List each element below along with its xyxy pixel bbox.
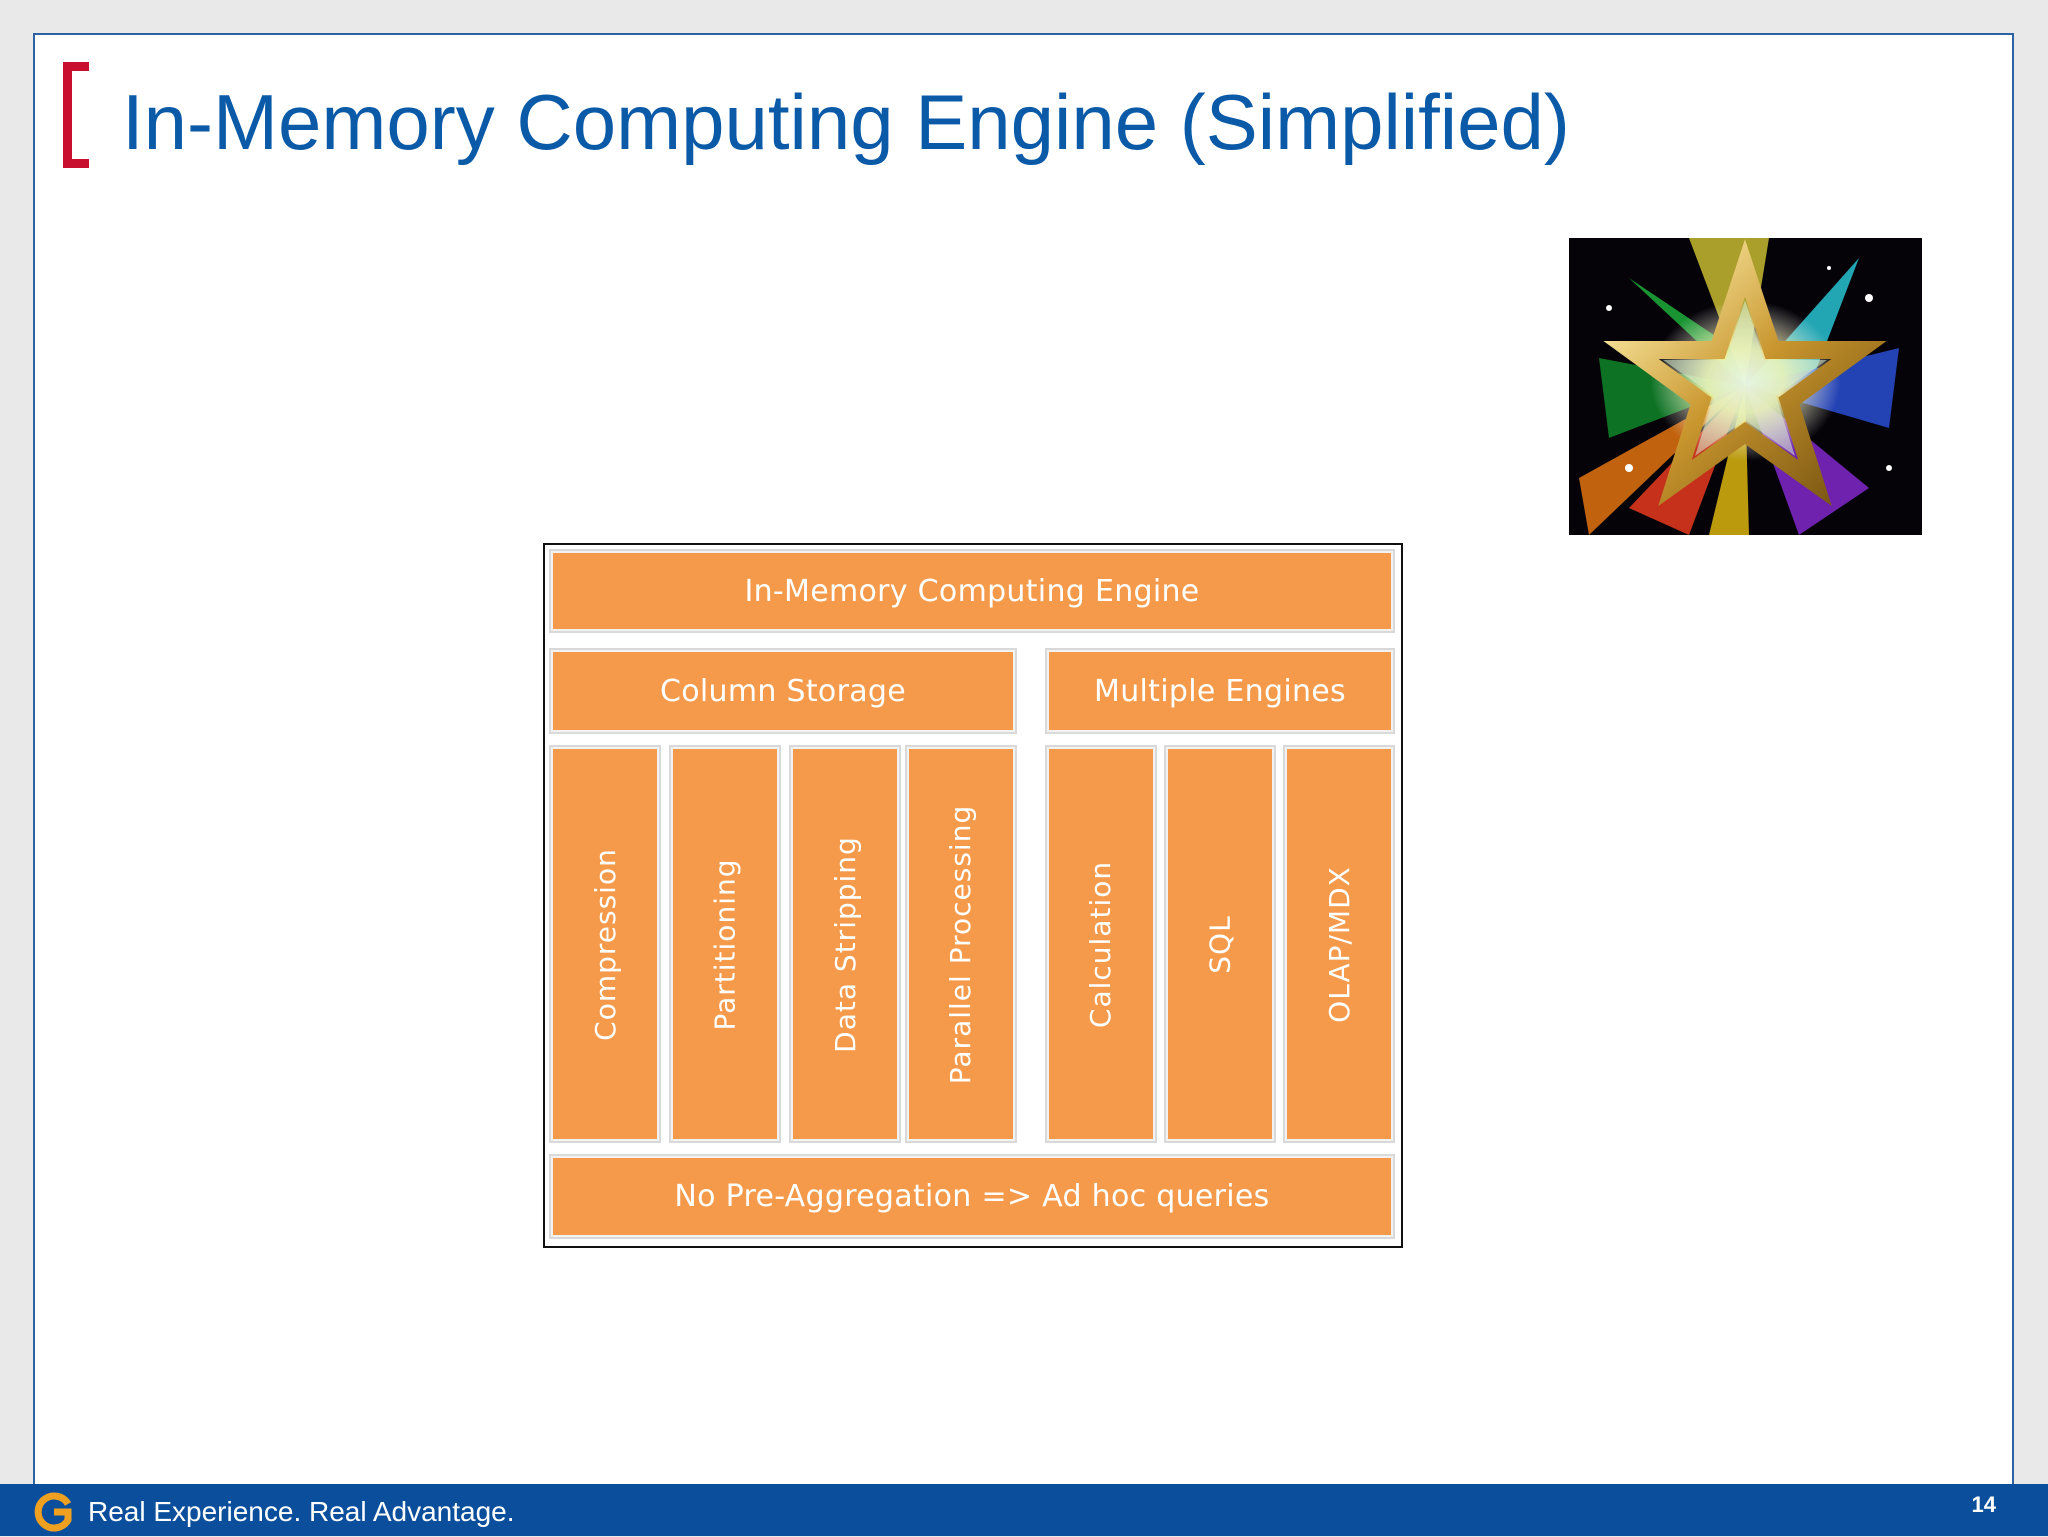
architecture-diagram: In-Memory Computing Engine Column Storag… bbox=[543, 543, 1403, 1248]
multiple-engines-block: Multiple Engines bbox=[1049, 652, 1391, 730]
no-pre-aggregation-label: No Pre-Aggregation => Ad hoc queries bbox=[674, 1179, 1270, 1214]
rainbow-star-icon bbox=[1569, 238, 1922, 535]
olap-mdx-block: OLAP/MDX bbox=[1287, 749, 1391, 1139]
sql-block: SQL bbox=[1168, 749, 1272, 1139]
g-logo-icon bbox=[32, 1492, 74, 1532]
page-number: 14 bbox=[1971, 1492, 1996, 1517]
compression-block: Compression bbox=[553, 749, 657, 1139]
column-storage-block: Column Storage bbox=[553, 652, 1013, 730]
multiple-engines-label: Multiple Engines bbox=[1094, 673, 1346, 709]
engine-block: In-Memory Computing Engine bbox=[553, 553, 1391, 629]
engine-label: In-Memory Computing Engine bbox=[744, 573, 1200, 609]
sql-label: SQL bbox=[1203, 914, 1237, 974]
parallel-processing-label: Parallel Processing bbox=[944, 804, 978, 1084]
calculation-label: Calculation bbox=[1084, 860, 1118, 1028]
compression-label: Compression bbox=[588, 847, 622, 1041]
data-stripping-label: Data Stripping bbox=[828, 835, 862, 1053]
footer-bar: Real Experience. Real Advantage. 14 bbox=[0, 1484, 2048, 1536]
column-storage-label: Column Storage bbox=[659, 673, 906, 709]
parallel-processing-block: Parallel Processing bbox=[909, 749, 1013, 1139]
title-bracket bbox=[63, 62, 89, 168]
partitioning-block: Partitioning bbox=[673, 749, 777, 1139]
calculation-block: Calculation bbox=[1049, 749, 1153, 1139]
data-stripping-block: Data Stripping bbox=[793, 749, 897, 1139]
slide-title: In-Memory Computing Engine (Simplified) bbox=[122, 78, 1570, 166]
olap-mdx-label: OLAP/MDX bbox=[1322, 865, 1356, 1023]
footer-tagline: Real Experience. Real Advantage. bbox=[88, 1496, 515, 1527]
no-pre-aggregation-block: No Pre-Aggregation => Ad hoc queries bbox=[553, 1158, 1391, 1235]
partitioning-label: Partitioning bbox=[708, 858, 742, 1030]
